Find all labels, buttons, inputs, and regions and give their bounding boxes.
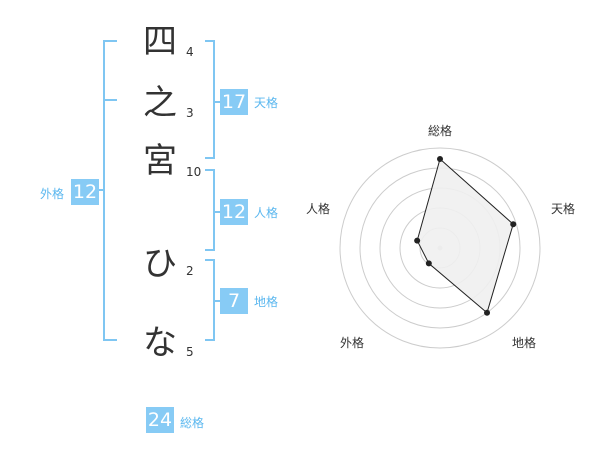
jinkaku-bracket bbox=[205, 169, 215, 251]
radar-dots bbox=[414, 156, 517, 316]
gaikaku-value: 12 bbox=[71, 179, 99, 205]
radar-axis-label-gaikaku: 外格 bbox=[340, 336, 365, 350]
name-char-4: ひ bbox=[143, 244, 177, 284]
name-char-1: 四 bbox=[143, 22, 177, 62]
radar-shape bbox=[416, 158, 514, 314]
gaikaku-label: 外格 bbox=[40, 187, 65, 201]
soukaku-label: 総格 bbox=[180, 416, 205, 430]
tenkaku-value: 17 bbox=[220, 89, 248, 115]
radar-ring bbox=[339, 147, 541, 349]
jinkaku-value: 12 bbox=[220, 199, 248, 225]
tenkaku-label: 天格 bbox=[254, 96, 279, 110]
tenkaku-bracket bbox=[205, 40, 215, 159]
chikaku-label: 地格 bbox=[254, 295, 279, 309]
stroke-count-5: 5 bbox=[186, 345, 194, 359]
stroke-count-1: 4 bbox=[186, 45, 194, 59]
radar-point-2 bbox=[510, 221, 517, 228]
radar-point-4 bbox=[425, 260, 432, 267]
name-char-2: 之 bbox=[143, 83, 177, 123]
stroke-count-2: 3 bbox=[186, 106, 194, 120]
chikaku-value: 7 bbox=[220, 288, 248, 314]
soukaku-value: 24 bbox=[146, 407, 174, 433]
stroke-count-4: 2 bbox=[186, 264, 194, 278]
jinkaku-label: 人格 bbox=[254, 206, 279, 220]
name-char-5: な bbox=[143, 323, 177, 363]
radar-point-3 bbox=[484, 309, 491, 316]
name-char-3: 宮 bbox=[143, 141, 177, 181]
radar-axis-label-jinkaku: 人格 bbox=[306, 202, 331, 216]
radar-axis-label-chikaku: 地格 bbox=[512, 336, 537, 350]
radar-point-5 bbox=[414, 237, 421, 244]
radar-axis-label-soukaku: 総格 bbox=[428, 124, 453, 138]
radar-point-1 bbox=[437, 156, 443, 162]
radar-axis-label-tenkaku: 天格 bbox=[551, 202, 576, 216]
stroke-count-3: 10 bbox=[186, 165, 202, 179]
